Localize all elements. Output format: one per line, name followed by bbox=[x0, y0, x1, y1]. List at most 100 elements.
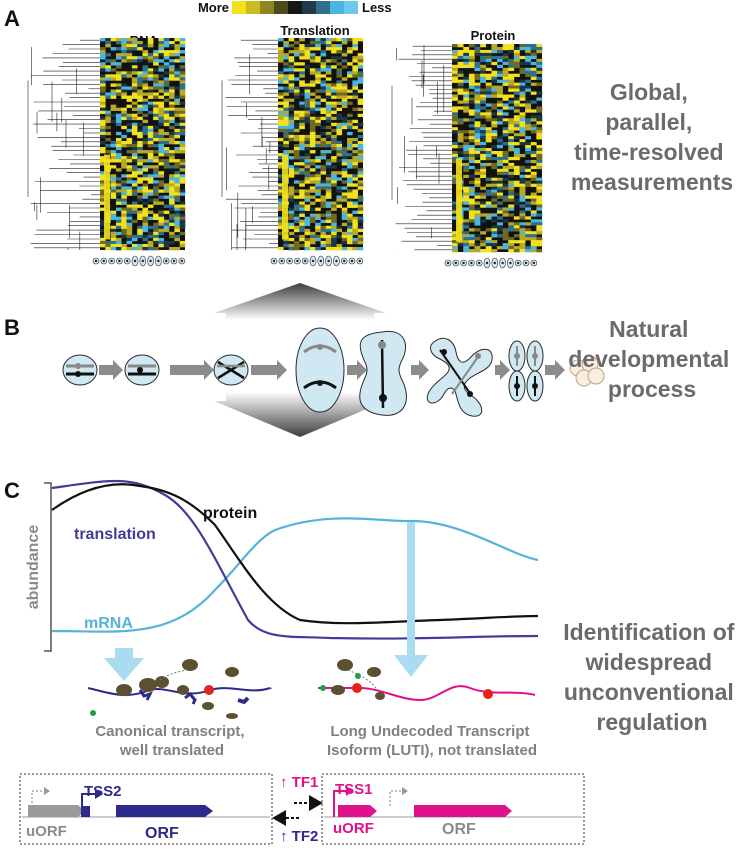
stage-arrowhead bbox=[419, 360, 429, 380]
cell-stage-7 bbox=[508, 340, 544, 402]
legend-swatch bbox=[344, 1, 358, 14]
stage-arrow bbox=[411, 365, 419, 375]
heatmap-mrna bbox=[27, 38, 186, 267]
cell-stage-1 bbox=[62, 354, 98, 386]
down-gradient-arrow bbox=[214, 392, 386, 437]
canonical-locus-box bbox=[19, 773, 273, 845]
dendrogram-translation bbox=[221, 39, 278, 250]
tf2-arrowhead bbox=[272, 810, 286, 826]
panel-b-side-line-2: developmental bbox=[568, 346, 729, 372]
meiosis-cell-sequence bbox=[62, 327, 605, 417]
protein-series-label: protein bbox=[203, 505, 257, 522]
legend-swatch bbox=[274, 1, 288, 14]
stage-arrow bbox=[251, 365, 277, 375]
tf2-label-text: TF2 bbox=[292, 828, 319, 845]
luti-cartoon bbox=[318, 659, 536, 702]
abundance-axis bbox=[44, 482, 52, 652]
luti-caption-line-1: Long Undecoded Transcript bbox=[330, 723, 529, 740]
right-uorf-gene-block bbox=[338, 805, 377, 817]
cell-stage-3 bbox=[213, 354, 249, 386]
legend-swatch bbox=[232, 1, 246, 14]
canonical-caption-line-2: well translated bbox=[119, 742, 224, 759]
protein-curve bbox=[51, 483, 539, 625]
legend-more-label: More bbox=[198, 0, 229, 15]
cell-stage-2 bbox=[124, 354, 160, 386]
tf1-label: ↑ TF1 bbox=[280, 774, 318, 791]
legend-swatch bbox=[260, 1, 274, 14]
stage-arrowhead bbox=[113, 360, 123, 380]
translation-series-label: translation bbox=[74, 526, 156, 543]
right-tss-label: TSS1 bbox=[335, 781, 373, 798]
left-uorf-gene-block bbox=[28, 805, 85, 817]
heatmap-protein bbox=[391, 44, 543, 269]
left-orf-label: ORF bbox=[145, 825, 179, 842]
stage-arrowhead bbox=[500, 360, 510, 380]
luti-pointer-arrow bbox=[394, 522, 428, 677]
dendrogram-protein bbox=[391, 45, 452, 252]
luti-caption-line-2: Isoform (LUTI), not translated bbox=[327, 742, 537, 759]
legend-swatch bbox=[288, 1, 302, 14]
legend-swatch bbox=[316, 1, 330, 14]
heatmap-translation bbox=[221, 38, 364, 267]
panel-a-side-line-3: time-resolved bbox=[574, 139, 724, 165]
legend-less-label: Less bbox=[362, 0, 392, 15]
stage-arrow bbox=[495, 365, 500, 375]
panel-a-letter: A bbox=[4, 6, 20, 31]
canonical-caption-line-1: Canonical transcript, bbox=[95, 723, 244, 740]
canonical-locus: TSS2 uORF ORF bbox=[22, 783, 270, 842]
right-orf-gene-block bbox=[414, 805, 512, 817]
panel-a-side-line-4: measurements bbox=[571, 169, 733, 195]
tf1-label-text: TF1 bbox=[292, 774, 319, 791]
panel-c-side-line-2: widespread bbox=[585, 649, 713, 675]
luti-locus: TSS1 uORF ORF bbox=[324, 781, 582, 838]
right-uorf-label: uORF bbox=[333, 820, 374, 837]
up-gradient-arrow bbox=[214, 283, 386, 320]
heatmap-color-legend: More Less bbox=[198, 0, 392, 15]
stage-arrowhead bbox=[555, 360, 565, 380]
stage-arrowhead bbox=[357, 360, 367, 380]
panel-c-side-title: Identification of widespread unconventio… bbox=[563, 619, 741, 735]
panel-b-side-line-3: process bbox=[608, 376, 696, 402]
abundance-axis-label: abundance bbox=[25, 525, 42, 610]
canonical-caption: Canonical transcript, well translated bbox=[95, 723, 248, 759]
canonical-pointer-arrow bbox=[104, 648, 144, 681]
tf-switch: ↑ TF1 ↑ TF2 bbox=[272, 774, 323, 845]
stage-arrow bbox=[170, 365, 204, 375]
dendrogram-mrna bbox=[27, 39, 100, 250]
heatmap-title-translation: Translation bbox=[280, 23, 349, 38]
legend-color-scale bbox=[232, 1, 358, 14]
mrna-curve bbox=[51, 517, 539, 633]
legend-swatch bbox=[302, 1, 316, 14]
tf2-label: ↑ TF2 bbox=[280, 828, 318, 845]
translation-curve bbox=[51, 479, 539, 640]
panel-b-side-title: Natural developmental process bbox=[568, 316, 735, 402]
panel-a-side-line-1: Global, bbox=[610, 79, 688, 105]
stage-arrowhead bbox=[204, 360, 214, 380]
panel-c-side-line-3: unconventional bbox=[564, 679, 734, 705]
stage-arrow bbox=[545, 365, 555, 375]
panel-b-side-line-1: Natural bbox=[609, 316, 688, 342]
stage-arrowhead bbox=[277, 360, 287, 380]
cell-stage-4 bbox=[295, 327, 345, 413]
heatmaps-group bbox=[27, 38, 543, 269]
panel-c-side-line-1: Identification of bbox=[563, 619, 735, 645]
stage-icons-protein bbox=[444, 257, 538, 269]
tf1-arrowhead bbox=[309, 795, 323, 811]
panel-a-side-title: Global, parallel, time-resolved measurem… bbox=[571, 79, 733, 195]
canonical-translation-cartoon bbox=[87, 659, 273, 719]
luti-locus-box bbox=[321, 773, 585, 845]
legend-swatch bbox=[330, 1, 344, 14]
stage-arrow bbox=[99, 365, 113, 375]
luti-caption: Long Undecoded Transcript Isoform (LUTI)… bbox=[327, 723, 537, 759]
panel-c-side-line-4: regulation bbox=[596, 709, 707, 735]
mrna-series-label: mRNA bbox=[84, 615, 133, 632]
stage-icons-translation bbox=[270, 255, 364, 267]
cell-stage-5 bbox=[359, 330, 407, 416]
left-uorf-label: uORF bbox=[26, 823, 67, 840]
right-orf-label: ORF bbox=[442, 821, 476, 838]
panel-c-letter: C bbox=[4, 478, 20, 503]
panel-a-side-line-2: parallel, bbox=[605, 109, 692, 135]
cell-stage-8-spores bbox=[569, 355, 605, 387]
legend-swatch bbox=[246, 1, 260, 14]
